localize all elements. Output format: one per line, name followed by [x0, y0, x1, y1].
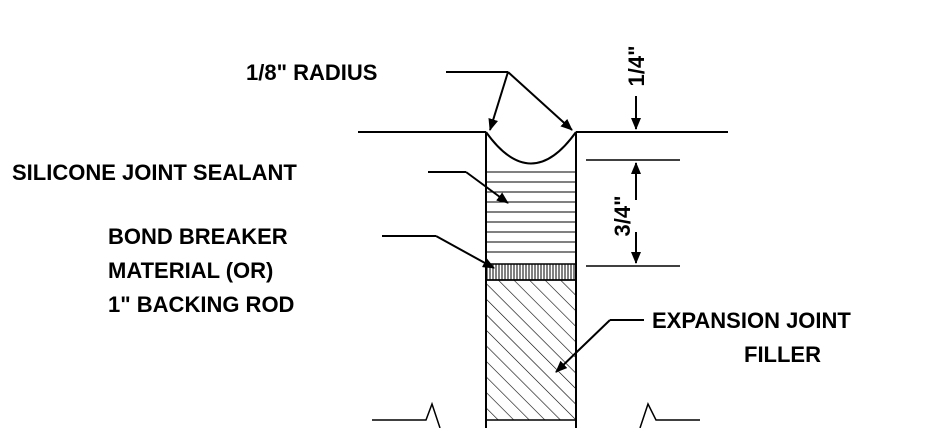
break-line-right [639, 402, 700, 428]
sealant-leader-arrow [465, 171, 509, 204]
sealant-label: SILICONE JOINT SEALANT [12, 160, 297, 185]
filler-label-line1: EXPANSION JOINT [652, 308, 851, 333]
dim-top-label: 1/4" [624, 45, 649, 86]
radius-leader-left [488, 71, 509, 131]
bond-leader-arrow [435, 235, 495, 269]
filler-leader-arrow [555, 319, 611, 373]
radius-label: 1/8" RADIUS [246, 60, 377, 85]
filler-label-line2: FILLER [744, 342, 821, 367]
sealant-radius-curve [485, 131, 577, 165]
dim-depth-label: 3/4" [610, 195, 635, 236]
bond-label-line3: 1" BACKING ROD [108, 292, 294, 317]
bond-label-line1: BOND BREAKER [108, 224, 288, 249]
sealant-fill-lines [486, 171, 576, 253]
radius-leader-right [507, 71, 573, 131]
bond-label-line2: MATERIAL (OR) [108, 258, 273, 283]
expansion-filler-hatch [485, 279, 577, 421]
bond-breaker-strip [485, 263, 577, 281]
break-line-left [372, 401, 441, 428]
